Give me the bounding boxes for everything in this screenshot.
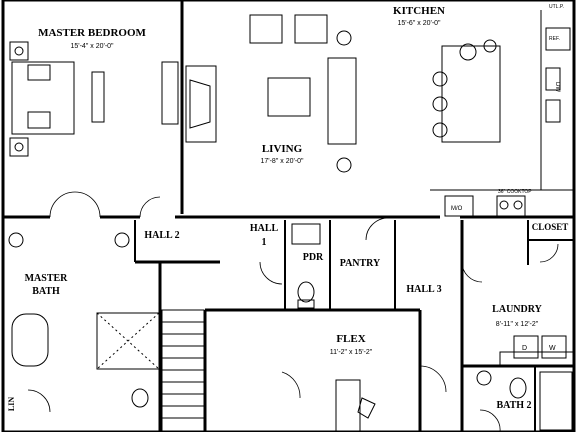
coffee-table bbox=[267, 77, 311, 117]
microwave bbox=[444, 195, 474, 217]
cooktop bbox=[496, 195, 526, 217]
label-ref: REF. bbox=[549, 36, 560, 42]
nightstand bbox=[9, 137, 29, 157]
room-label-master-bedroom: MASTER BEDROOM bbox=[38, 27, 146, 39]
side-table-icon bbox=[336, 30, 352, 46]
door[interactable] bbox=[365, 217, 389, 241]
wall-oven bbox=[545, 99, 561, 123]
door[interactable] bbox=[479, 409, 501, 432]
room-label-hall-1-num: 1 bbox=[262, 237, 267, 248]
shower-x bbox=[96, 312, 160, 370]
room-label-living: LIVING bbox=[262, 143, 303, 155]
armchair bbox=[294, 14, 328, 44]
label-washer: W bbox=[549, 345, 556, 352]
door[interactable] bbox=[539, 243, 559, 263]
refrigerator bbox=[545, 27, 571, 51]
dryer bbox=[513, 335, 539, 359]
door[interactable] bbox=[139, 196, 161, 218]
side-table-icon bbox=[336, 157, 352, 173]
bar-stool bbox=[432, 71, 448, 87]
pdr-sink bbox=[291, 223, 321, 245]
kitchen-island bbox=[441, 45, 501, 143]
shower bbox=[96, 312, 160, 370]
fireplace-hearth bbox=[189, 79, 211, 129]
vanity-sink-icon bbox=[114, 232, 130, 248]
tv-console bbox=[161, 61, 179, 125]
toilet bbox=[131, 388, 149, 408]
door[interactable] bbox=[27, 389, 51, 413]
vanity-sink-icon bbox=[476, 370, 492, 386]
door[interactable] bbox=[259, 261, 283, 285]
sofa bbox=[327, 57, 357, 145]
bed bbox=[11, 61, 75, 135]
room-label-lin: LIN bbox=[7, 397, 16, 411]
room-label-hall-1: HALL bbox=[250, 223, 279, 234]
room-label-pantry: PANTRY bbox=[340, 258, 381, 269]
room-dim-laundry: 8'-11" x 12'-2" bbox=[496, 321, 539, 328]
door[interactable] bbox=[419, 365, 447, 393]
sink-icon bbox=[459, 43, 477, 61]
desk bbox=[335, 379, 361, 432]
washer bbox=[541, 335, 567, 359]
door[interactable] bbox=[74, 191, 101, 218]
room-dim-master-bedroom: 15'-4" x 20'-0" bbox=[70, 43, 114, 50]
room-label-flex: FLEX bbox=[336, 333, 365, 345]
dresser bbox=[91, 71, 105, 123]
fireplace bbox=[185, 65, 217, 143]
room-dim-flex: 11'-2" x 15'-2" bbox=[330, 349, 373, 356]
label-mw: M/O bbox=[451, 206, 463, 212]
vanity-sink-icon bbox=[8, 232, 24, 248]
door[interactable] bbox=[461, 261, 483, 283]
laundry-counter bbox=[499, 351, 575, 367]
room-label-bath-2: BATH 2 bbox=[496, 400, 531, 411]
label-dw: DW bbox=[554, 82, 560, 92]
armchair bbox=[249, 14, 283, 44]
lamp-icon bbox=[14, 46, 24, 56]
door[interactable] bbox=[49, 191, 76, 218]
room-label-laundry: LAUNDRY bbox=[492, 304, 542, 315]
label-dryer: D bbox=[522, 345, 527, 352]
door[interactable] bbox=[281, 371, 301, 399]
toilet bbox=[297, 281, 315, 303]
room-dim-kitchen: 15'-6" x 20'-0" bbox=[397, 20, 441, 27]
bathtub bbox=[539, 371, 573, 431]
room-label-master-bath-1: MASTER bbox=[25, 273, 69, 284]
room-dim-living: 17'-8" x 20'-0" bbox=[260, 158, 304, 165]
dishwasher bbox=[545, 67, 561, 91]
desk-chair bbox=[357, 397, 376, 419]
burner-icon bbox=[499, 200, 509, 210]
room-label-closet: CLOSET bbox=[532, 222, 569, 232]
toilet bbox=[509, 377, 527, 399]
room-label-kitchen: KITCHEN bbox=[393, 5, 445, 17]
burner-icon bbox=[513, 200, 523, 210]
label-cooktop: 36" COOKTOP bbox=[498, 189, 532, 195]
room-label-hall-3: HALL 3 bbox=[406, 284, 441, 295]
bathtub bbox=[11, 313, 49, 367]
bed-pillow bbox=[27, 64, 51, 129]
bar-stool bbox=[483, 39, 497, 53]
stairs bbox=[161, 309, 205, 432]
label-util: UTL.P. bbox=[549, 4, 564, 10]
lamp-icon bbox=[14, 142, 24, 152]
room-label-master-bath-2: BATH bbox=[32, 286, 60, 297]
room-label-hall-2: HALL 2 bbox=[144, 230, 179, 241]
bar-stool bbox=[432, 96, 448, 112]
room-label-pdr: PDR bbox=[303, 252, 324, 263]
nightstand bbox=[9, 41, 29, 61]
toilet-tank bbox=[297, 299, 315, 309]
bar-stool bbox=[432, 122, 448, 138]
